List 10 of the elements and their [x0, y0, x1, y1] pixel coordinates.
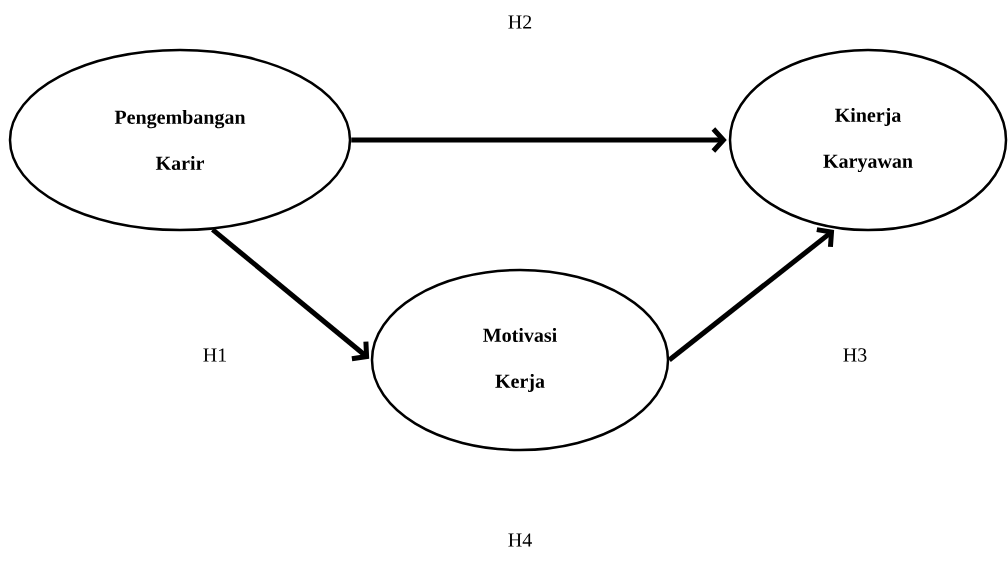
ellipse-node: Motivasi Kerja [370, 268, 670, 452]
arrow [211, 227, 370, 362]
hypothesis-label: H2 [508, 15, 532, 29]
arrow [351, 127, 727, 153]
hypothesis-label: H3 [843, 348, 867, 362]
arrow [667, 227, 835, 362]
hypothesis-label: H1 [203, 348, 226, 362]
hypothesis-label: H4 [508, 533, 532, 547]
ellipse-node: Pengembangan Karir [8, 48, 352, 232]
ellipse-node: Kinerja Karyawan [728, 48, 1008, 232]
